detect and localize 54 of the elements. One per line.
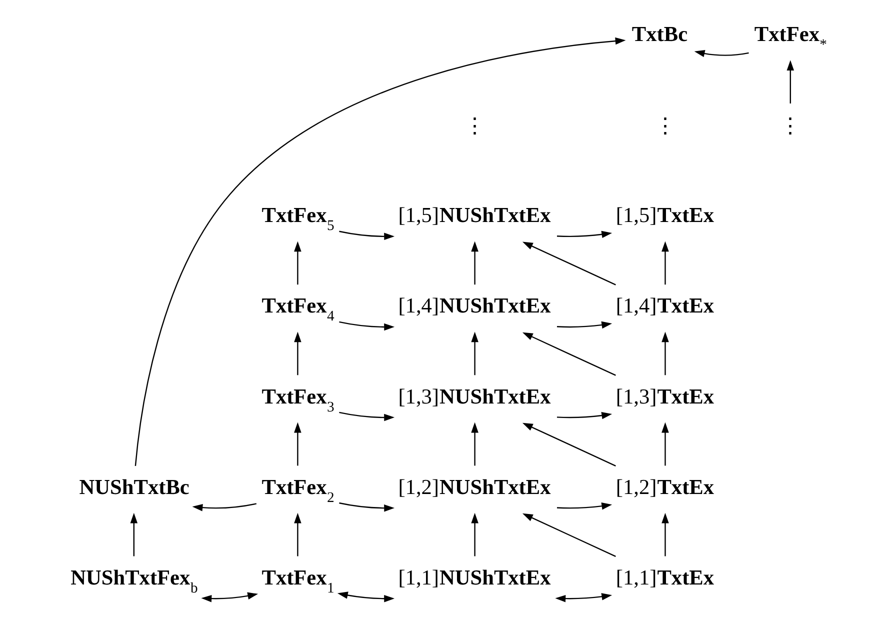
- arrow: [470, 241, 478, 285]
- arrow: [294, 332, 301, 376]
- node-text: TxtFex$_{3}$: [261, 384, 334, 416]
- arrow: [294, 241, 301, 285]
- node-text: [1,3]TxtEx: [615, 384, 714, 408]
- arrow: [661, 422, 668, 466]
- arrow: [134, 37, 626, 466]
- arrow: [556, 230, 612, 238]
- arrow: [522, 422, 616, 466]
- arrow: [661, 241, 668, 285]
- arrow: [192, 503, 256, 512]
- node-text: [1,4]NUShTxtEx: [398, 294, 550, 318]
- node-text: [1,5]TxtEx: [615, 203, 714, 228]
- node-text: TxtFex$_{4}$: [261, 294, 334, 325]
- arrow: [661, 332, 668, 376]
- arrow: [338, 321, 394, 331]
- node-text: TxtBc: [631, 22, 688, 46]
- node-text: TxtFex$_{*}$: [754, 22, 826, 54]
- node-text: NUShTxtBc: [78, 474, 189, 499]
- arrow: [130, 512, 138, 556]
- node-text: [1,2]NUShTxtEx: [398, 474, 550, 499]
- arrow: [338, 502, 394, 512]
- arrow: [556, 412, 612, 420]
- arrow: [556, 502, 612, 510]
- node-text: [1,2]TxtEx: [615, 474, 714, 499]
- arrow: [554, 593, 612, 602]
- node-text: [1,5]NUShTxtEx: [398, 203, 550, 228]
- arrow: [470, 422, 478, 466]
- arrow: [294, 512, 301, 556]
- node-text: [1,4]TxtEx: [615, 294, 714, 318]
- label: ⋮: [464, 114, 485, 138]
- arrow: [470, 332, 478, 376]
- node-text: [1,1]TxtEx: [615, 565, 714, 590]
- arrow: [200, 592, 258, 602]
- arrow: [470, 512, 478, 556]
- label: ⋮: [654, 114, 676, 138]
- arrow: [338, 412, 394, 422]
- node-text: [1,1]NUShTxtEx: [398, 565, 550, 590]
- arrow: [338, 230, 394, 240]
- node-text: TxtFex$_{1}$: [261, 565, 334, 596]
- node-text: TxtFex$_{5}$: [261, 203, 334, 234]
- arrow: [786, 60, 794, 104]
- arrow: [556, 321, 612, 329]
- arrow: [522, 513, 616, 557]
- node-text: TxtFex$_{2}$: [261, 474, 334, 506]
- arrow: [336, 592, 394, 602]
- arrow: [522, 332, 616, 376]
- node-text: [1,3]NUShTxtEx: [398, 384, 550, 408]
- arrow: [522, 242, 616, 286]
- node-text: ⋮: [779, 114, 800, 138]
- arrow: [294, 422, 301, 466]
- node-text: NUShTxtFex$_{b}$: [70, 565, 198, 596]
- arrow: [661, 512, 668, 556]
- arrow: [694, 50, 748, 58]
